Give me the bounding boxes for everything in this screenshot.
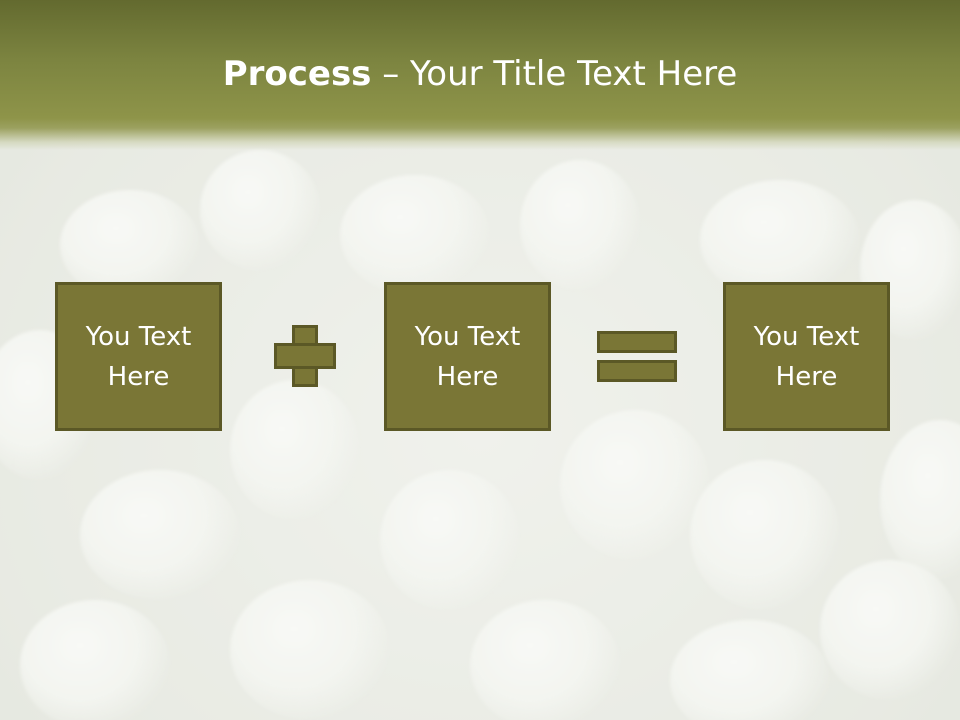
process-box-2-text: You Text Here (414, 321, 521, 392)
process-box-3-text: You Text Here (753, 321, 860, 392)
title-band (0, 0, 960, 150)
title-rest-text: – Your Title Text Here (371, 54, 738, 94)
title-bold-text: Process (222, 54, 372, 94)
process-box-3[interactable]: You Text Here (723, 282, 890, 431)
process-box-2[interactable]: You Text Here (384, 282, 551, 431)
process-box-1[interactable]: You Text Here (55, 282, 222, 431)
process-box-1-text: You Text Here (85, 321, 192, 392)
slide-title[interactable]: Process – Your Title Text Here (0, 52, 960, 96)
